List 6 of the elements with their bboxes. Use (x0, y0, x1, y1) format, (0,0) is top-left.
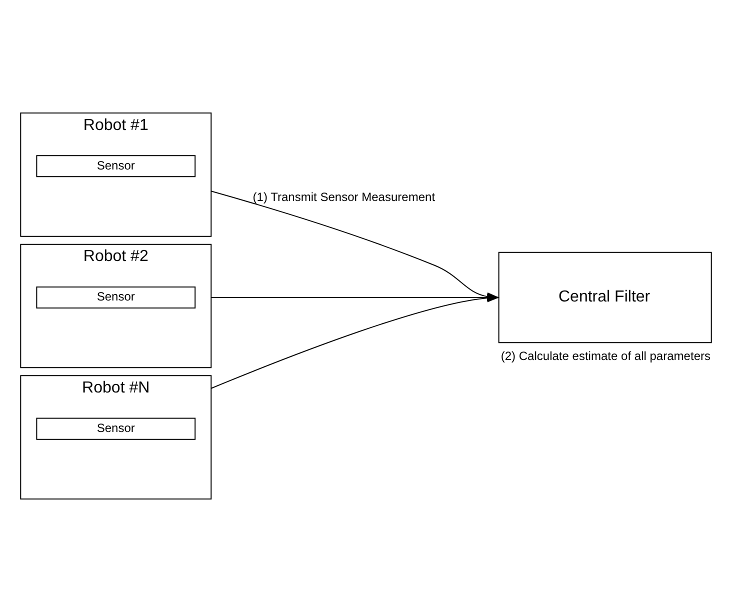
node-box: Sensor (36, 417, 196, 440)
edge-label: (1) Transmit Sensor Measurement (252, 189, 436, 204)
node-label: (2) Calculate estimate of all parameters (500, 348, 711, 363)
node-box: Sensor (36, 154, 196, 177)
node-box: Sensor (36, 286, 196, 308)
node-box: Central Filter (498, 251, 712, 343)
